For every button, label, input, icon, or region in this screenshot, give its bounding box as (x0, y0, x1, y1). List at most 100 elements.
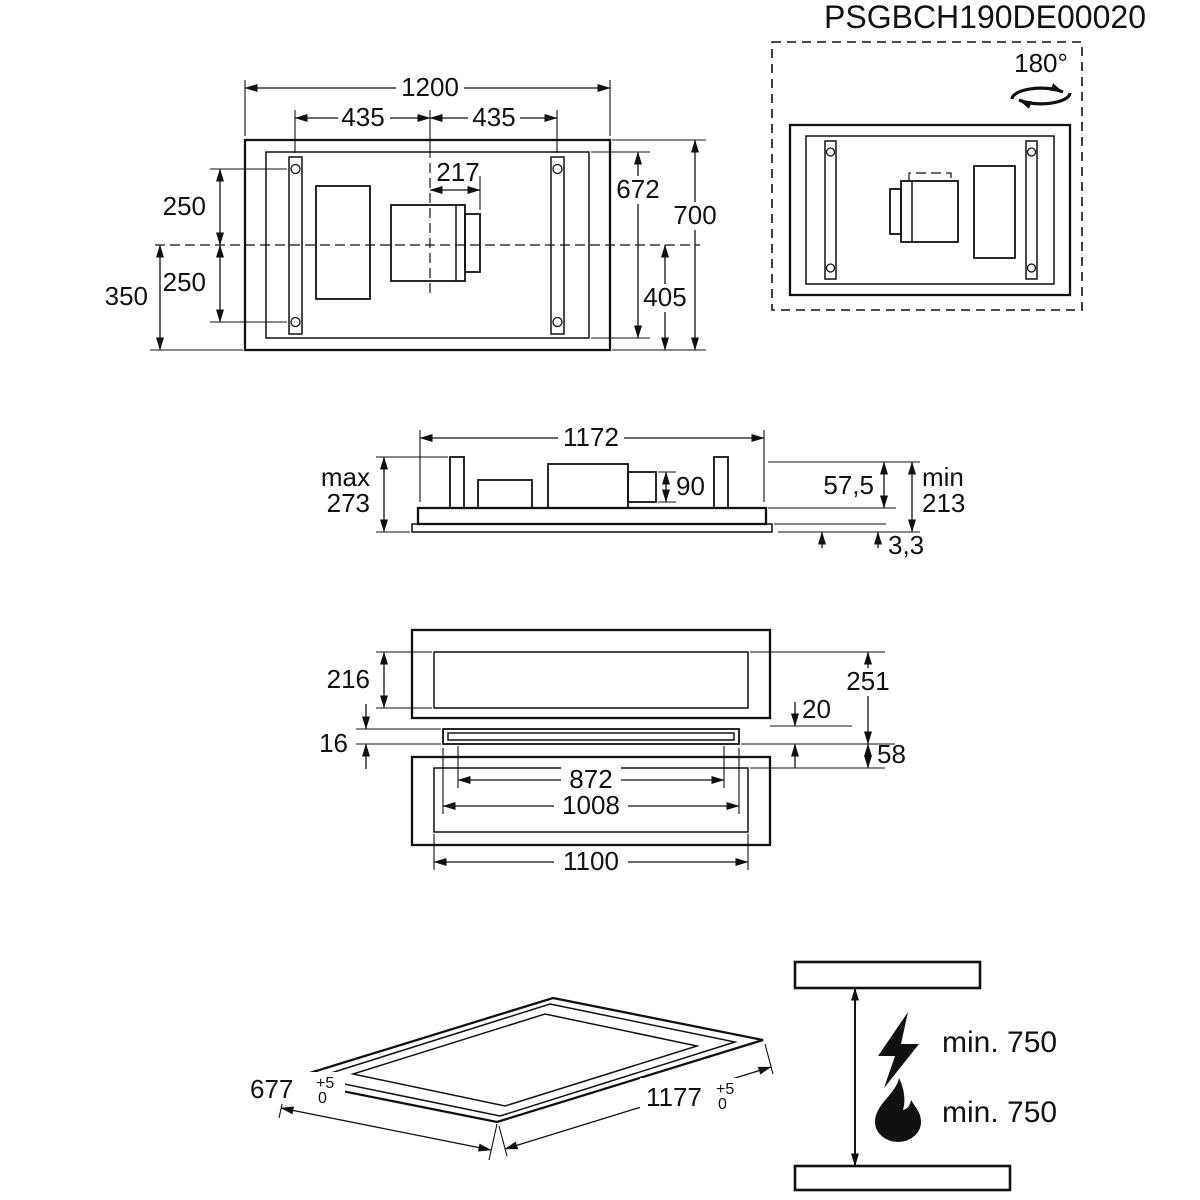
dim-center-to-rear: 350 (105, 244, 243, 351)
dim-center-to-rear-label: 350 (105, 281, 148, 311)
dim-inner-depth-label: 672 (616, 174, 659, 204)
mounting-bracket-left (288, 156, 303, 335)
dim-frame-height: 216 (327, 651, 432, 709)
dim-min-height-label: 213 (922, 488, 965, 518)
model-number: PSGBCH190DE00020 (824, 0, 1146, 35)
screw-hole (290, 163, 301, 175)
dim-cutout-depth-label: 677 (250, 1074, 293, 1104)
motor-profile (547, 463, 629, 509)
bracket-right-profile (713, 456, 729, 509)
screw-hole (552, 316, 563, 328)
dim-hole-pitch-upper-label: 250 (163, 191, 206, 221)
dim-frame-height-label: 216 (327, 664, 370, 694)
dim-hole-pitch-lower: 250 (163, 244, 287, 323)
dim-recess-height: 251 (750, 651, 893, 745)
canopy-plate (416, 506, 768, 526)
screw-hole (552, 163, 563, 175)
dim-duct-height-label: 90 (676, 471, 705, 501)
dim-overall-width: 1200 (244, 72, 611, 136)
dim-width-panel: 1008 (442, 748, 740, 820)
screw-hole (1026, 263, 1037, 273)
mounting-bracket-left (824, 140, 837, 280)
dim-panel-gap: 3,3 (818, 530, 924, 560)
mounting-bracket-right (1025, 140, 1038, 280)
dim-body-width: 1172 (419, 422, 765, 502)
hob-clearance-label: min. 750 (942, 1096, 1057, 1129)
rotation-icon (1010, 83, 1072, 109)
duct-flange (464, 213, 481, 273)
dim-cutout-width-label: 1177 (646, 1082, 702, 1112)
dim-duct-to-rear: 405 (641, 244, 689, 351)
bracket-left-profile (449, 456, 465, 509)
dim-recess-height-label: 251 (846, 666, 889, 696)
electric-clearance-label: min. 750 (942, 1026, 1057, 1059)
dim-gap-label: 20 (802, 694, 831, 724)
dim-body-width-label: 1172 (563, 422, 619, 452)
duct-connection-dashed (908, 172, 952, 181)
dim-overall-width-label: 1200 (401, 72, 459, 102)
dim-hole-pitch-lower-label: 250 (163, 267, 206, 297)
dim-drop-height: 57,5 (823, 461, 888, 509)
junction-box (315, 185, 371, 300)
hood-outer-outline-rotated (788, 123, 1072, 297)
cutout-outer (286, 996, 764, 1124)
dim-step-height: 58 (750, 739, 906, 769)
suction-panel-inner (447, 732, 735, 741)
dim-width-panel-label: 1008 (562, 790, 620, 820)
view-cutout: 677 +5 0 1177 +5 0 (245, 996, 774, 1161)
dim-max-word: max (321, 462, 370, 492)
hood-inner-outline-rotated (805, 135, 1055, 285)
rotation-angle-label: 180° (1014, 48, 1068, 78)
dim-max-height: max 273 (321, 456, 448, 533)
dim-panel-thickness-label: 16 (319, 728, 348, 758)
view-rotated-plan: PSGBCH190DE00020 180° (771, 0, 1146, 311)
dim-hole-pitch-upper: 250 (163, 168, 287, 246)
dim-overall-depth: 700 (612, 139, 719, 351)
screw-hole (825, 147, 836, 157)
view-side: 1172 max 273 90 57,5 (321, 422, 966, 560)
dim-drop-height-label: 57,5 (823, 470, 874, 500)
depth-tolerance-plus: +5 (316, 1075, 334, 1092)
dim-width-inner-label: 872 (569, 764, 612, 794)
duct-profile (627, 471, 657, 503)
dim-width-inner: 872 (457, 746, 725, 794)
depth-tolerance-minus: 0 (318, 1090, 327, 1107)
upper-frame-inner (433, 651, 749, 709)
component-box (477, 479, 533, 509)
width-tolerance-minus: 0 (718, 1096, 727, 1113)
canopy-lip (411, 523, 773, 533)
dim-panel-thickness: 16 (319, 704, 441, 769)
hood-bottom-bar (793, 960, 982, 990)
motor-unit (889, 172, 959, 243)
dim-duct-height: 90 (658, 471, 705, 503)
width-tolerance-plus: +5 (716, 1081, 734, 1098)
dim-overall-depth-label: 700 (673, 200, 716, 230)
view-top-plan: 1200 435 435 217 250 250 (105, 72, 719, 352)
dim-min-height: min 213 (908, 461, 965, 533)
dim-cutout-width: 1177 +5 0 (498, 1043, 774, 1157)
view-clearance: min. 750 min. 750 (793, 960, 1057, 1192)
view-panel: 216 16 20 251 58 (319, 628, 906, 876)
dim-width-opening: 1100 (433, 834, 749, 876)
screw-hole (825, 263, 836, 273)
screw-hole (290, 316, 301, 328)
flame-icon (875, 1078, 921, 1142)
dim-mount-right-label: 435 (472, 102, 515, 132)
dim-width-opening-label: 1100 (563, 846, 619, 876)
cutout-mid (312, 1003, 738, 1117)
rotation-envelope (771, 41, 1083, 311)
dim-min-word: min (922, 462, 964, 492)
screw-hole (1026, 147, 1037, 157)
dim-duct-to-rear-label: 405 (643, 282, 686, 312)
duct-flange (889, 188, 902, 235)
dim-duct-offset: 217 (429, 157, 481, 210)
dim-max-height-label: 273 (327, 488, 370, 518)
dim-mount-pitch: 435 435 (294, 102, 558, 158)
dim-mount-left-label: 435 (341, 102, 384, 132)
dim-cutout-depth: 677 +5 0 (245, 1072, 498, 1161)
dim-panel-gap-label: 3,3 (888, 530, 924, 560)
dim-inner-depth: 672 (591, 151, 662, 339)
suction-panel (442, 728, 740, 745)
